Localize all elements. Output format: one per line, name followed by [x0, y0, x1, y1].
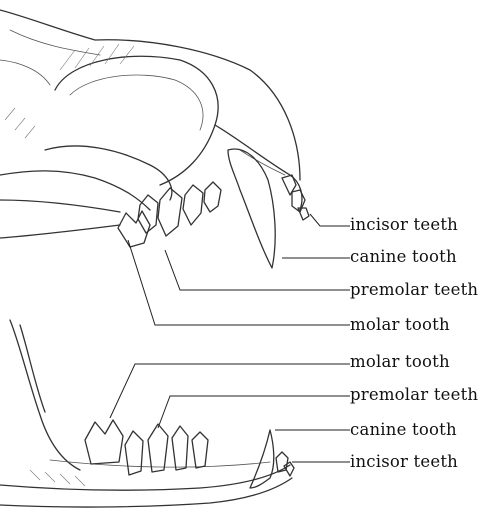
label-lower-premolar-teeth: premolar teeth — [350, 386, 478, 404]
label-lower-molar-tooth: molar tooth — [350, 353, 450, 371]
leader-upper-incisor — [310, 214, 350, 226]
leader-upper-premolar — [165, 250, 350, 290]
label-upper-molar-tooth: molar tooth — [350, 316, 450, 334]
leader-lines — [110, 214, 350, 462]
label-upper-premolar-teeth: premolar teeth — [350, 281, 478, 299]
label-upper-incisor-teeth: incisor teeth — [350, 216, 458, 234]
upper-teeth — [118, 149, 309, 268]
leader-upper-molar — [128, 240, 350, 325]
label-lower-incisor-teeth: incisor teeth — [350, 453, 458, 471]
label-lower-canine-tooth: canine tooth — [350, 421, 457, 439]
label-upper-canine-tooth: canine tooth — [350, 248, 457, 266]
leader-lower-molar — [110, 364, 350, 418]
leader-lower-premolar — [158, 396, 350, 428]
upper-skull-outline — [0, 10, 302, 238]
lower-jaw-outline — [0, 320, 292, 507]
